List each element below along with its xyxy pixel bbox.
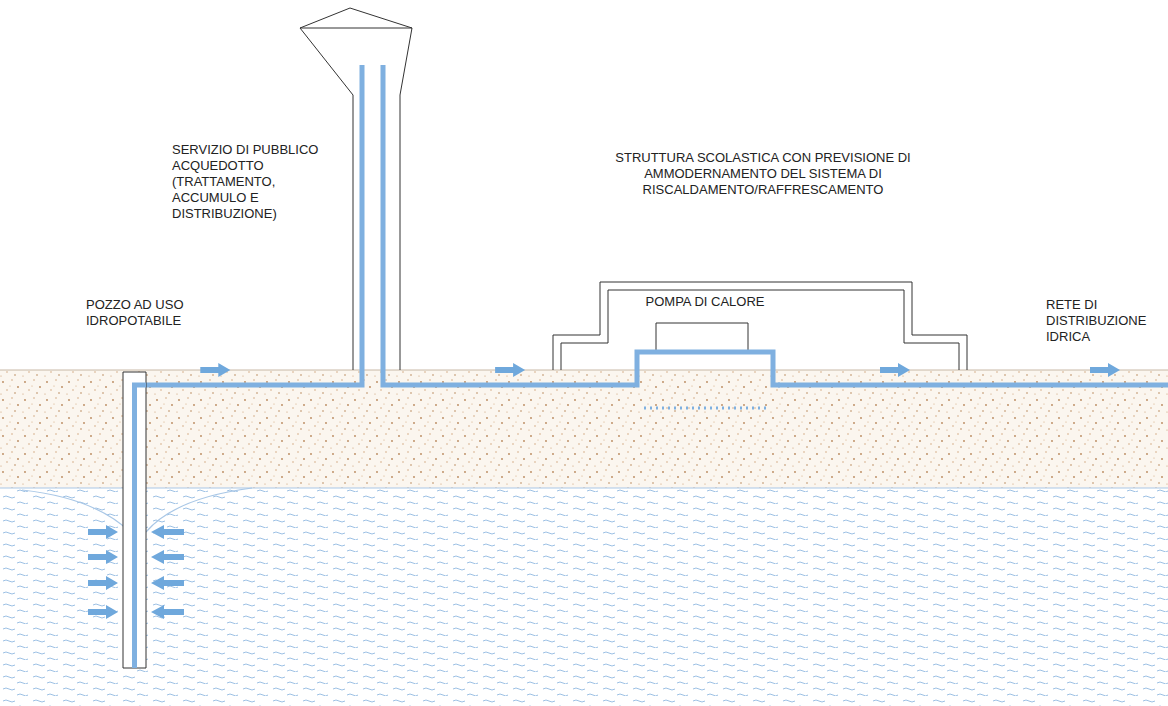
water-table [0, 488, 1168, 489]
flow-arrows [880, 363, 1120, 377]
tower-pipe [300, 65, 412, 385]
well-pipe [135, 385, 147, 668]
sand-layer [0, 370, 1168, 488]
distribution-pipe [778, 383, 1168, 388]
bypass-pipe [644, 407, 766, 410]
water-tower: SERVIZIO DI PUBBLICO ACQUEDOTTO (TRATTAM… [300, 8, 412, 395]
building-inner-outline [561, 290, 959, 370]
node-label: POZZO AD USO IDROPOTABILE [86, 297, 221, 329]
heat-pump-loop [630, 352, 780, 385]
network-label: RETE DI DISTRIBUZIONE IDRICA [1046, 297, 1164, 345]
heat-pump-casing [656, 323, 748, 352]
school-building: STRUTTURA SCOLASTICA CON PREVISIONE DI A… [553, 282, 967, 370]
well-shaft: POZZO AD USO IDROPOTABILE [123, 372, 146, 668]
water-pipe [146, 383, 300, 388]
flow-arrow [495, 363, 525, 377]
node-label: POMPA DI CALORE [630, 294, 780, 310]
ground-surface [0, 370, 1168, 371]
heat-pump: POMPA DI CALORE [630, 318, 780, 398]
well-shaft-outline [123, 372, 146, 668]
flow-arrow [200, 363, 230, 377]
heat-pump-outline [630, 318, 780, 398]
node-label: STRUTTURA SCOLASTICA CON PREVISIONE DI A… [563, 150, 963, 198]
building-outline [553, 282, 967, 370]
water-tower-outline [300, 8, 412, 395]
tower-roof [300, 8, 412, 28]
node-label: SERVIZIO DI PUBBLICO ACQUEDOTTO (TRATTAM… [172, 142, 350, 222]
pipe-connector-group [412, 363, 630, 385]
well-casing [123, 372, 146, 668]
pipe-connector-group [146, 363, 300, 385]
tower-walls [300, 28, 412, 370]
aquifer [0, 488, 1168, 706]
water-pipe [412, 383, 630, 388]
